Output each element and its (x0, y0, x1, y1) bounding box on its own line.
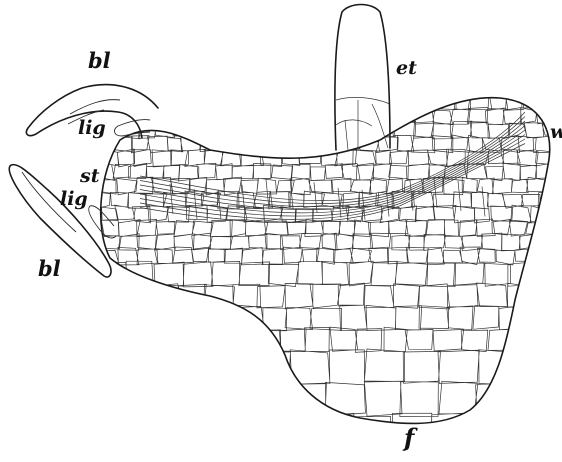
label-f: f (402, 423, 418, 452)
label-lig-top: lig (78, 117, 106, 139)
label-bl-top: bl (88, 48, 111, 73)
lower-ligule (89, 206, 116, 238)
label-w: w (550, 121, 562, 143)
tip-cells (336, 97, 390, 150)
label-et: et (396, 57, 417, 79)
label-lig-bottom: lig (60, 188, 88, 210)
label-st: st (79, 165, 100, 187)
label-bl-bottom: bl (38, 256, 61, 281)
